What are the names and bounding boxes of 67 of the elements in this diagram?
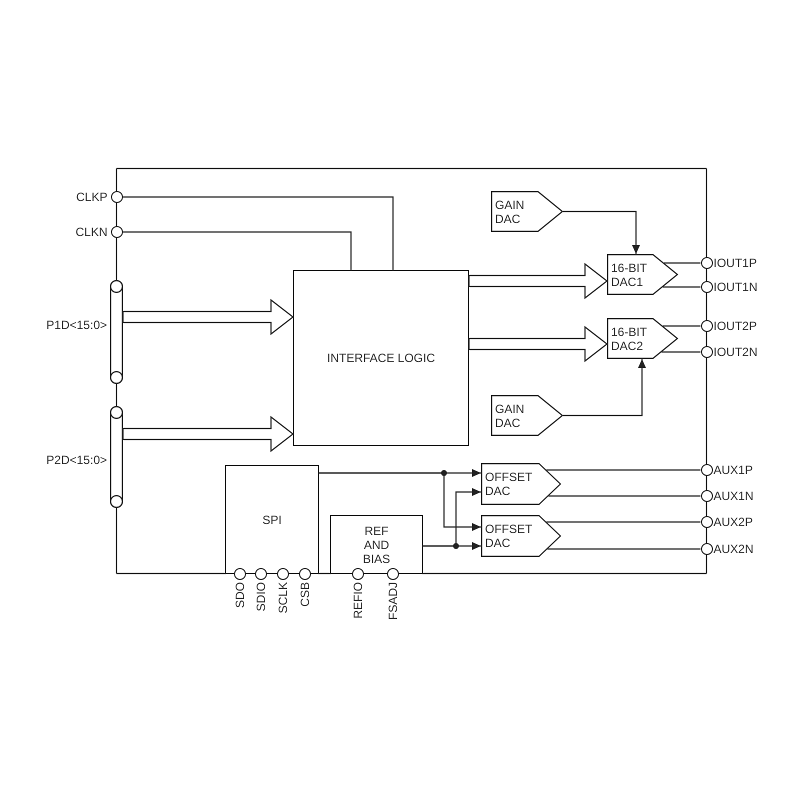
block-label: OFFSET DAC (485, 470, 534, 498)
pin-label: P2D<15:0> (46, 453, 107, 467)
pin-label: AUX2N (714, 542, 754, 556)
pin-label: IOUT1P (714, 256, 757, 270)
signal-line (122, 196, 394, 270)
signal-line (662, 325, 700, 327)
signal-line (547, 548, 700, 550)
dac-block (607, 254, 678, 295)
pin-icon (700, 281, 712, 293)
chip-boundary-frame (116, 168, 707, 574)
dac-block (607, 318, 678, 359)
pin-icon (700, 464, 712, 476)
function-block (293, 270, 469, 446)
signal-line (662, 286, 700, 288)
signal-line (122, 231, 352, 270)
pin-icon (700, 320, 712, 332)
block-label: 16-BIT DAC1 (611, 260, 648, 288)
pin-icon (110, 191, 122, 203)
block-label: OFFSET DAC (485, 522, 534, 550)
pin-label: SDO (233, 582, 247, 608)
pin-label: AUX1N (714, 489, 754, 503)
bus-arrow (122, 298, 294, 336)
pin-icon (700, 346, 712, 358)
pin-label: SCLK (276, 582, 290, 613)
signal-arrow (563, 210, 640, 254)
pin-icon (700, 516, 712, 528)
signal-arrow (563, 359, 646, 416)
signal-line (548, 495, 700, 497)
function-block (225, 465, 319, 574)
bus-arrow (468, 262, 608, 300)
bus-connector-icon (110, 280, 123, 384)
bus-arrow (468, 326, 608, 362)
dac-block (491, 395, 563, 436)
pin-label: AUX1P (714, 463, 753, 477)
signal-line (664, 262, 700, 264)
block-label: SPI (262, 512, 282, 526)
block-label: 16-BIT DAC2 (611, 324, 648, 352)
pin-label: FSADJ (386, 582, 400, 620)
signal-line (662, 351, 700, 353)
pin-label: REFIO (351, 582, 365, 618)
function-block (330, 515, 423, 574)
pin-icon (110, 226, 122, 238)
pin-icon (700, 490, 712, 502)
bus-connector-icon (110, 406, 123, 508)
block-label: GAIN DAC (495, 198, 526, 226)
pin-label: AUX2P (714, 515, 753, 529)
pin-label: IOUT2P (714, 319, 757, 333)
block-label: GAIN DAC (495, 402, 526, 430)
dac-block (481, 463, 561, 505)
dac-block (491, 191, 563, 232)
pin-label: P1D<15:0> (46, 318, 107, 332)
pin-label: CSB (298, 582, 312, 606)
pin-icon (700, 257, 712, 269)
block-label: INTERFACE LOGIC (326, 351, 436, 365)
bus-arrow (122, 416, 294, 452)
pin-label: CLKP (76, 190, 108, 204)
pin-label: CLKN (75, 225, 108, 239)
dac-block (481, 515, 561, 557)
block-label: REF AND BIAS (362, 524, 392, 566)
pin-label: SDIO (254, 582, 268, 611)
pin-label: IOUT1N (714, 280, 758, 294)
pin-label: IOUT2N (714, 345, 758, 359)
signal-arrow (319, 472, 481, 531)
signal-line (546, 521, 700, 523)
signal-arrow (423, 488, 481, 547)
signal-line (546, 469, 700, 471)
pin-icon (700, 543, 712, 555)
